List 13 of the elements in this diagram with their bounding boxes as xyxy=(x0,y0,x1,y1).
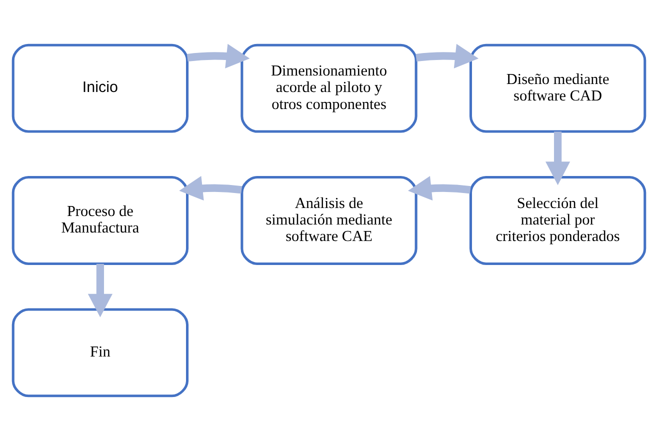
arrow xyxy=(546,132,570,186)
node-box: Inicio xyxy=(12,44,189,133)
node-box: Análisis de simulación mediante software CAE xyxy=(240,176,418,265)
arrow xyxy=(186,44,250,68)
arrow xyxy=(179,176,242,201)
node-box: Dimensionamiento acorde al piloto y otros componentes xyxy=(240,44,418,133)
arrow xyxy=(408,176,471,201)
node-box: Diseño mediante software CAD xyxy=(469,44,646,133)
node-box: Proceso de Manufactura xyxy=(12,176,189,265)
node-box: Fin xyxy=(12,308,189,398)
arrow xyxy=(88,264,113,318)
node-box: Selección del material por criterios ponderados xyxy=(469,176,646,265)
arrow xyxy=(416,44,479,68)
